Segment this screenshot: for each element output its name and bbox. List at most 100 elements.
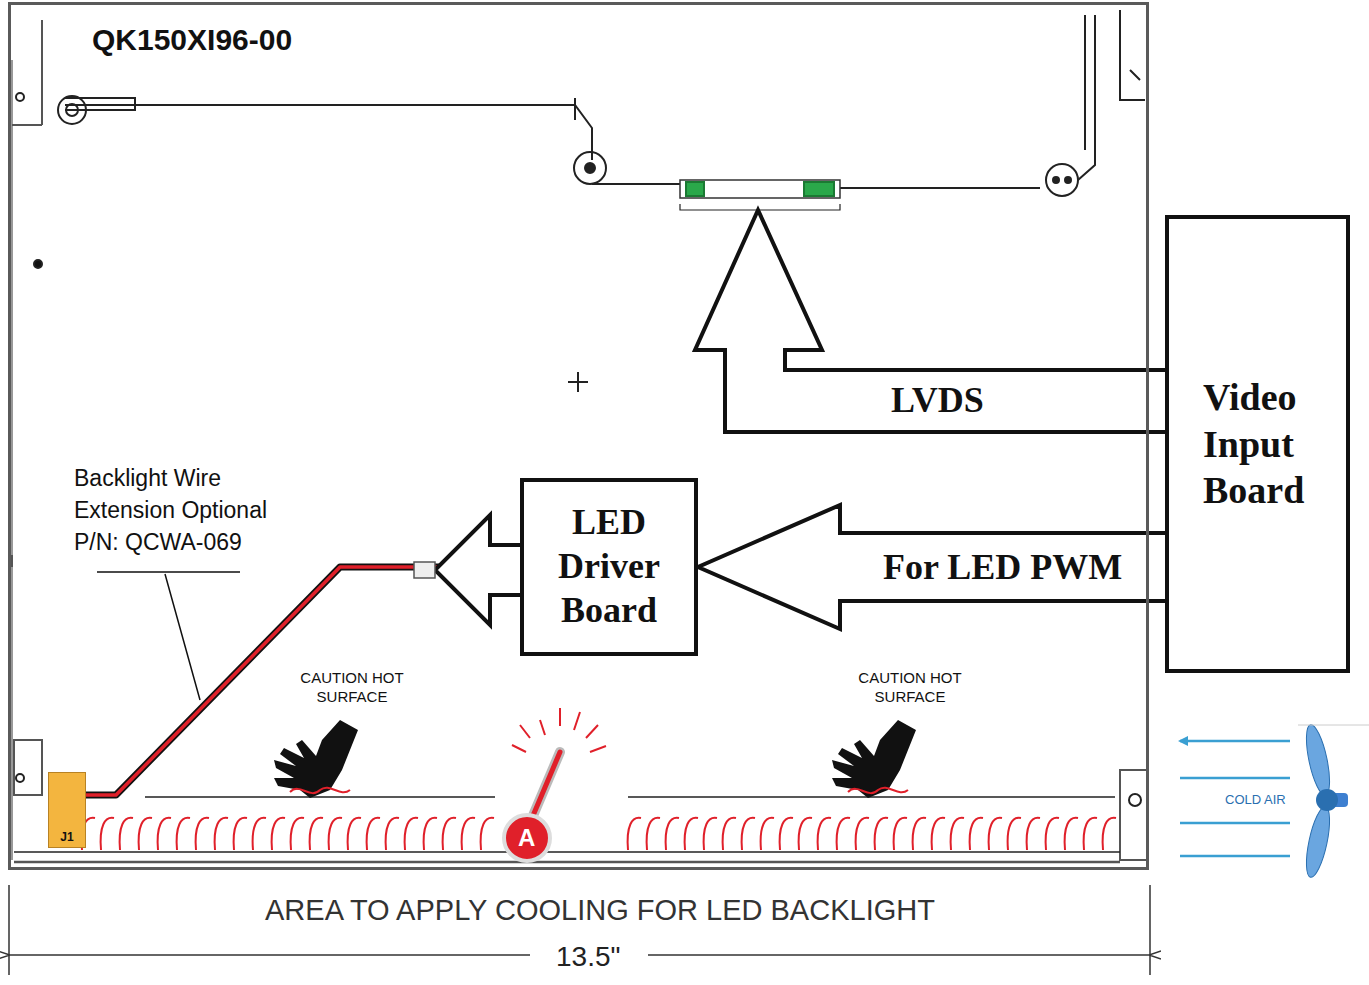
led-coil <box>856 818 869 850</box>
frame-detail <box>1120 770 1148 860</box>
frame-detail <box>11 60 13 860</box>
wire-core <box>86 567 520 795</box>
frame-detail <box>1046 164 1078 196</box>
led-coil <box>462 818 475 850</box>
frame-detail <box>686 182 704 196</box>
leader-line <box>97 572 240 700</box>
leader-line <box>97 572 240 700</box>
led-coil <box>761 818 774 850</box>
led-coil <box>894 818 907 850</box>
signal-arrow <box>698 505 1165 629</box>
led-coil <box>215 818 228 850</box>
heat-mark <box>848 788 908 793</box>
frame-detail <box>574 98 576 120</box>
led-coil <box>405 818 418 850</box>
led-coil <box>1065 818 1078 850</box>
led-coil <box>685 818 698 850</box>
note: AREA TO APPLY COOLING FOR LED BACKLIGHT <box>265 893 935 928</box>
connector-j1: J1 <box>48 772 86 848</box>
led-coil <box>1008 818 1021 850</box>
frame-detail <box>12 20 42 125</box>
hand-icon <box>832 720 916 798</box>
led-coil <box>723 818 736 850</box>
led-coil <box>158 818 171 850</box>
thermometer-icon <box>512 708 606 752</box>
frame-detail <box>1078 15 1095 180</box>
frame-detail <box>11 555 13 567</box>
led-coil <box>1084 818 1097 850</box>
frame-detail <box>12 10 1148 860</box>
callout-letter: A <box>518 824 535 853</box>
frame-detail <box>58 96 86 124</box>
led-coil <box>780 818 793 850</box>
led-coil <box>291 818 304 850</box>
fan-icon <box>1316 789 1338 811</box>
arrow-outline <box>698 505 1165 629</box>
led-coil <box>704 818 717 850</box>
heat-mark <box>290 788 350 793</box>
led-coil <box>329 818 342 850</box>
led-coil <box>742 818 755 850</box>
led-coil <box>310 818 323 850</box>
plug-arrow <box>414 515 520 625</box>
plug-arrow <box>414 562 435 578</box>
frame-detail <box>34 260 42 268</box>
led-coil <box>196 818 209 850</box>
frame-detail <box>680 204 840 210</box>
node-text: Video Input Board <box>1203 374 1333 513</box>
led-driver-board: LED Driver Board <box>520 478 698 656</box>
node-text: LED Driver Board <box>539 501 679 633</box>
led-coil <box>932 818 945 850</box>
signal-name: LVDS <box>891 379 984 422</box>
led-coil <box>1027 818 1040 850</box>
part-note: Backlight Wire Extension Optional P/N: Q… <box>74 462 314 559</box>
led-coil <box>367 818 380 850</box>
led-coil <box>989 818 1002 850</box>
led-coil <box>818 818 831 850</box>
node-text: J1 <box>60 830 73 844</box>
dimension: 13.5" <box>552 940 624 974</box>
led-backlight-bar <box>14 861 1120 864</box>
led-backlight-bar <box>14 797 1145 868</box>
led-coil <box>348 818 361 850</box>
led-coil <box>837 818 850 850</box>
caution-label: CAUTION HOT SURFACE <box>845 669 975 707</box>
dimension-line <box>10 954 530 956</box>
led-coil <box>913 818 926 850</box>
frame-detail <box>1053 177 1059 183</box>
led-coil <box>177 818 190 850</box>
caution-label: CAUTION HOT SURFACE <box>287 669 417 707</box>
hot-surface-icon <box>274 720 358 798</box>
signal-name: For LED PWM <box>880 546 1125 588</box>
dimension-line <box>648 954 1149 956</box>
led-coil <box>101 818 114 850</box>
thermometer-icon <box>532 752 560 818</box>
frame-detail <box>574 152 606 184</box>
led-coil <box>139 818 152 850</box>
frame-detail <box>1120 10 1145 100</box>
led-coil <box>272 818 285 850</box>
lcd-panel: QK150XI96-00LED Driver BoardJ1 <box>8 2 1149 870</box>
led-coil <box>1046 818 1059 850</box>
lvds-arrow <box>695 210 1165 432</box>
thermometer-icon <box>504 708 606 861</box>
fan-icon <box>1180 741 1290 856</box>
led-coil <box>666 818 679 850</box>
frame-detail <box>65 105 592 160</box>
led-coil <box>424 818 437 850</box>
led-backlight-bar <box>14 851 1120 853</box>
frame-detail <box>568 372 588 392</box>
node-text: QK150XI96-00 <box>92 23 292 57</box>
wire-sheath <box>86 567 520 795</box>
led-backlight-bar <box>145 796 1115 798</box>
video-input-board: Video Input Board <box>1165 215 1350 673</box>
led-coil <box>647 818 660 850</box>
led-coil <box>875 818 888 850</box>
led-coil <box>120 818 133 850</box>
led-coil <box>481 818 494 850</box>
fan-icon <box>1298 725 1369 726</box>
frame-detail <box>804 182 834 196</box>
frame-detail <box>16 93 24 101</box>
airflow-label: COLD AIR <box>1221 792 1290 808</box>
frame-detail <box>585 163 595 173</box>
